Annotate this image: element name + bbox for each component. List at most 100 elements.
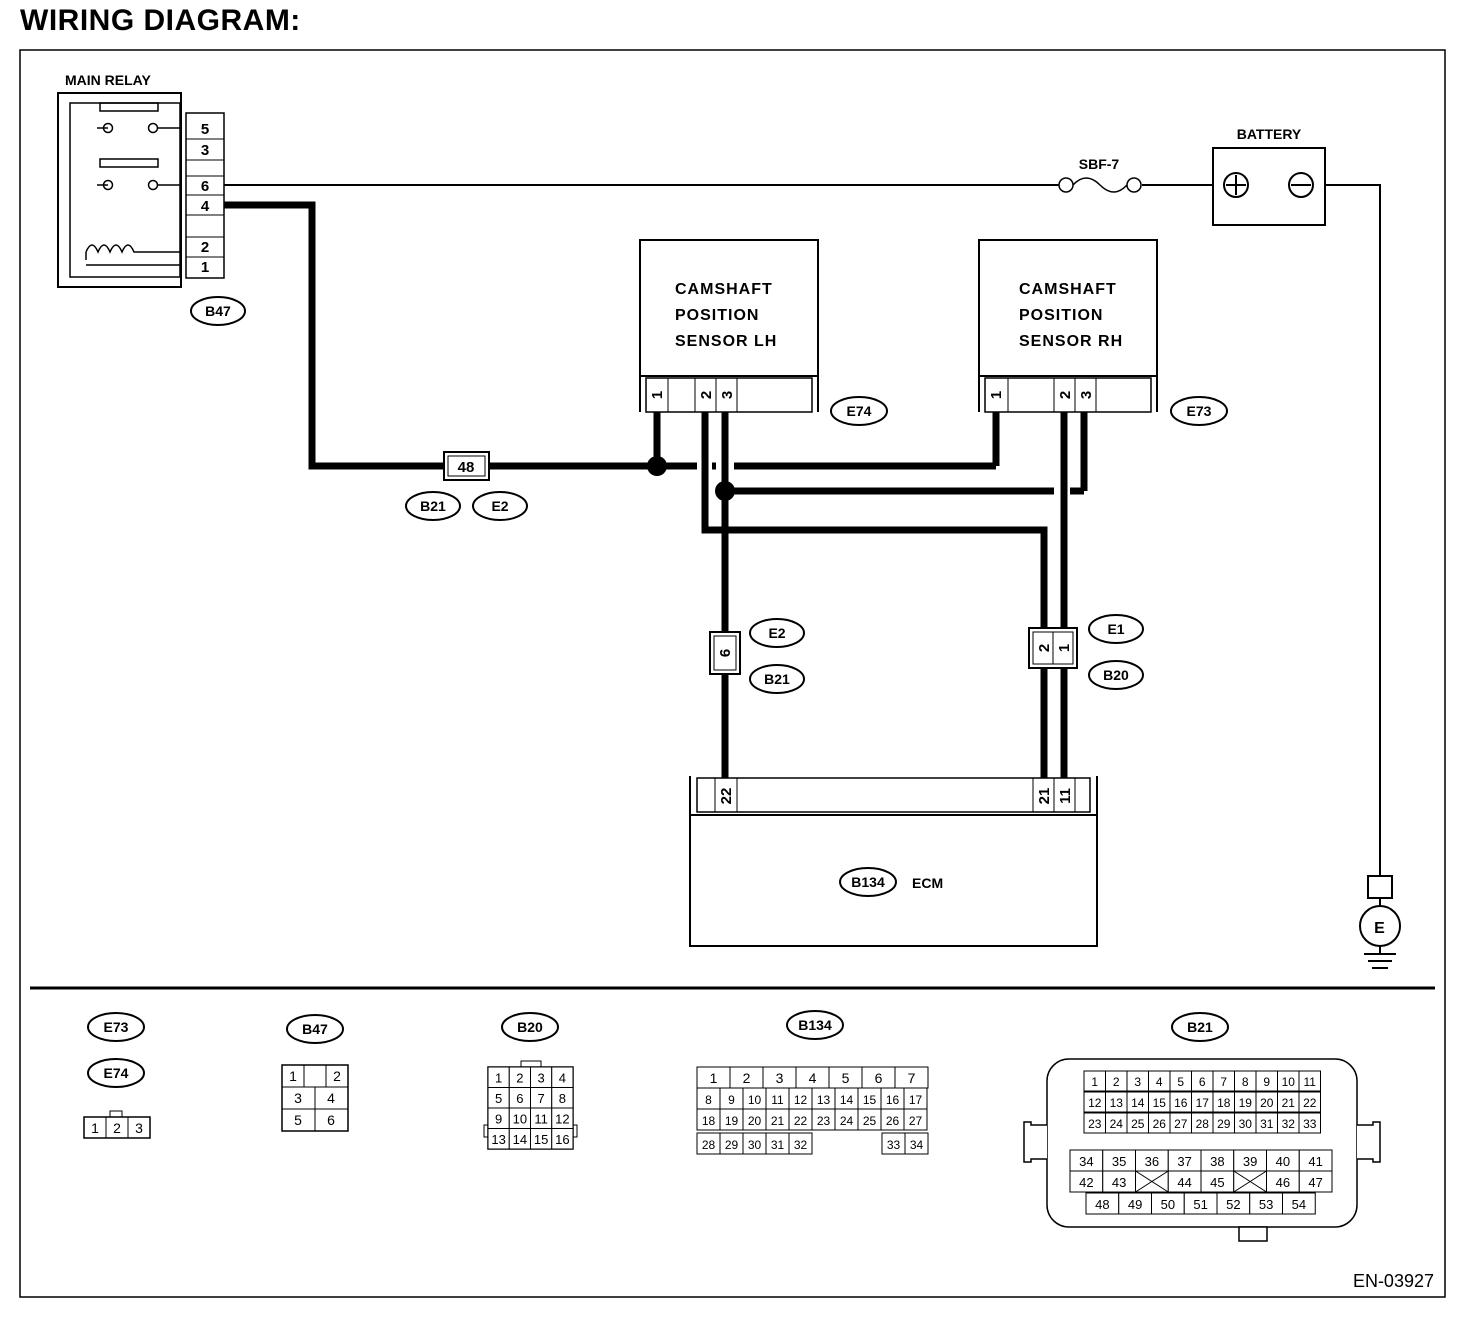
pin-cell: 3 [135, 1120, 143, 1136]
connector-tag-e74: E74 [104, 1065, 129, 1081]
pin-cell: 22 [794, 1114, 808, 1128]
pin-cell: 6 [1199, 1075, 1206, 1089]
ground-symbol: E [1359, 875, 1401, 969]
pin-cell: 13 [817, 1093, 831, 1107]
sensor-rh-pin: 3 [1078, 391, 1095, 399]
pin-cell: 30 [1239, 1117, 1253, 1131]
pin-cell: 10 [1282, 1075, 1296, 1089]
pin-cell: 1 [495, 1071, 502, 1086]
junction-connector-6: 6 E2 B21 [709, 618, 805, 694]
pin-cell: 12 [794, 1093, 808, 1107]
pin-cell: 1 [289, 1068, 297, 1084]
pin-cell: 32 [1282, 1117, 1296, 1131]
main-relay: MAIN RELAY 5 3 6 4 2 1 B47 [57, 72, 246, 326]
pin-cell: 4 [1156, 1075, 1163, 1089]
pin-cell: 5 [294, 1112, 302, 1128]
junction-pin: 6 [717, 649, 734, 657]
pin-cell: 14 [513, 1132, 527, 1147]
sensor-lh-pin: 2 [698, 391, 715, 399]
ecm-pin: 11 [1057, 788, 1074, 804]
pin-cell: 2 [1113, 1075, 1120, 1089]
pin-cell: 38 [1210, 1154, 1224, 1169]
pin-cell: 2 [113, 1120, 121, 1136]
sensor-rh-pin: 2 [1057, 391, 1074, 399]
junction-pin: 2 [1036, 644, 1053, 652]
pin-cell: 10 [513, 1112, 527, 1127]
sensor-lh-pin: 1 [649, 391, 666, 399]
pin-cell: 9 [495, 1112, 502, 1127]
junction-dots [647, 456, 735, 501]
sensor-lh-line1: CAMSHAFT [675, 281, 773, 298]
sensor-lh-pin: 3 [719, 391, 736, 399]
pin-cell: 42 [1079, 1175, 1093, 1190]
pin-cell: 37 [1177, 1154, 1191, 1169]
diagram-frame [19, 49, 1446, 1298]
relay-pin: 6 [201, 178, 209, 195]
pin-cell: 21 [1282, 1096, 1296, 1110]
pin-cell: 27 [909, 1114, 923, 1128]
sensor-rh-line2: POSITION [1019, 307, 1103, 324]
pin-cell: 3 [1134, 1075, 1141, 1089]
connector-view-b47: B47 1 2 3 4 5 6 [281, 1014, 349, 1132]
pin-cell: 3 [538, 1071, 545, 1086]
pin-cell: 17 [1196, 1096, 1210, 1110]
connector-tag-b21: B21 [764, 671, 790, 687]
pin-cell: 1 [91, 1120, 99, 1136]
pin-cell: 1 [710, 1070, 718, 1086]
pin-cell: 14 [1131, 1096, 1145, 1110]
pin-cell: 18 [1217, 1096, 1231, 1110]
pin-cell: 9 [728, 1093, 735, 1107]
pin-cell: 2 [333, 1068, 341, 1084]
thin-wires [224, 184, 1381, 876]
pin-cell: 49 [1128, 1197, 1142, 1212]
pin-cell: 26 [1153, 1117, 1167, 1131]
connector-tag-b134: B134 [798, 1017, 832, 1033]
pin-cell: 5 [495, 1091, 502, 1106]
pin-cell: 11 [534, 1112, 548, 1127]
pin-cell: 26 [886, 1114, 900, 1128]
page-title: WIRING DIAGRAM: [20, 4, 301, 37]
pin-cell: 28 [1196, 1117, 1210, 1131]
pin-cell: 33 [1303, 1117, 1317, 1131]
pin-cell: 30 [748, 1138, 762, 1152]
ecm-label: ECM [912, 875, 943, 891]
pin-cell: 33 [887, 1138, 901, 1152]
pin-cell: 52 [1226, 1197, 1240, 1212]
pin-cell-box [1298, 1170, 1333, 1193]
pin-cell: 35 [1112, 1154, 1126, 1169]
pin-cell: 15 [534, 1132, 548, 1147]
pin-cell: 15 [863, 1093, 877, 1107]
connector-tag-b134: B134 [851, 874, 885, 890]
pin-cell: 24 [1110, 1117, 1124, 1131]
ecm-pin: 21 [1036, 788, 1053, 805]
pin-cell: 41 [1308, 1154, 1322, 1169]
pin-cell-box [551, 1128, 574, 1150]
pin-cell: 6 [327, 1112, 335, 1128]
relay-pin: 5 [201, 121, 209, 138]
connector-tag-e74: E74 [847, 403, 872, 419]
pin-cell: 16 [886, 1093, 900, 1107]
main-relay-label: MAIN RELAY [65, 72, 151, 88]
connector-tag-e73: E73 [1187, 403, 1212, 419]
pin-cell: 13 [491, 1132, 505, 1147]
pin-cell: 3 [294, 1090, 302, 1106]
pin-cell-box [1282, 1192, 1316, 1215]
pin-cell: 21 [771, 1114, 785, 1128]
pin-cell: 11 [1304, 1075, 1317, 1089]
fuse-sbf7: SBF-7 [1058, 156, 1142, 193]
ecm: 22 21 11 B134 ECM [689, 776, 1098, 947]
pin-cell: 25 [863, 1114, 877, 1128]
connector-tag-b20: B20 [1103, 667, 1129, 683]
relay-pin: 2 [201, 239, 209, 256]
pin-cell: 54 [1292, 1197, 1306, 1212]
pin-cell: 24 [840, 1114, 854, 1128]
pin-cell: 46 [1276, 1175, 1290, 1190]
connector-tag-b21: B21 [1187, 1019, 1213, 1035]
junction-pin: 1 [1056, 644, 1073, 652]
pin-cell: 23 [1088, 1117, 1102, 1131]
relay-pin: 3 [201, 142, 209, 159]
ground-label: E [1374, 920, 1386, 937]
pin-cell: 18 [702, 1114, 716, 1128]
